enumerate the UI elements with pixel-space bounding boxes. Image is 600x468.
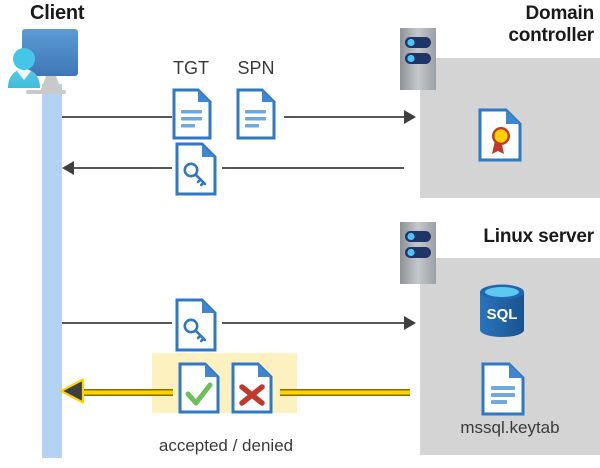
key-document-icon-request bbox=[175, 298, 217, 352]
sql-database-icon: SQL bbox=[477, 283, 527, 339]
domain-controller-title-line2: controller bbox=[508, 25, 594, 47]
flow4-arrowhead bbox=[59, 378, 85, 404]
tgt-label: TGT bbox=[173, 58, 209, 78]
certificate-document-icon bbox=[478, 108, 522, 162]
result-highlight-box bbox=[152, 353, 297, 413]
flow2-arrowhead bbox=[62, 161, 74, 175]
user-computer-icon bbox=[4, 26, 96, 98]
domain-controller-title: Domain controller bbox=[400, 3, 594, 48]
flow3-arrowhead bbox=[404, 316, 416, 330]
flow3-line-right bbox=[222, 322, 404, 324]
spn-label: SPN bbox=[237, 58, 275, 78]
text-document-icon-tgt bbox=[172, 88, 212, 140]
key-document-icon-ticket bbox=[175, 142, 217, 196]
client-title: Client bbox=[30, 2, 85, 24]
flow1-line-right bbox=[284, 116, 404, 118]
server-rack-icon-linux bbox=[400, 222, 436, 284]
server-rack-icon-dc bbox=[400, 28, 436, 90]
result-caption: accepted / denied bbox=[158, 436, 294, 455]
flow3-line-left bbox=[62, 322, 172, 324]
keytab-filename-label: mssql.keytab bbox=[460, 418, 560, 437]
domain-controller-title-line1: Domain bbox=[525, 3, 595, 24]
cross-document-icon-denied bbox=[231, 362, 273, 414]
flow4-line-right bbox=[280, 389, 410, 396]
check-document-icon-accepted bbox=[178, 362, 220, 414]
text-document-icon-keytab bbox=[481, 362, 525, 416]
flow2-line-right bbox=[222, 167, 404, 169]
sql-database-label: SQL bbox=[487, 306, 518, 323]
client-lifeline bbox=[42, 84, 62, 458]
flow4-line-left bbox=[78, 389, 173, 396]
flow1-line-left bbox=[62, 116, 172, 118]
flow1-arrowhead bbox=[404, 110, 416, 124]
linux-server-title: Linux server bbox=[483, 226, 594, 247]
flow2-line-left bbox=[74, 167, 172, 169]
text-document-icon-spn bbox=[236, 88, 276, 140]
